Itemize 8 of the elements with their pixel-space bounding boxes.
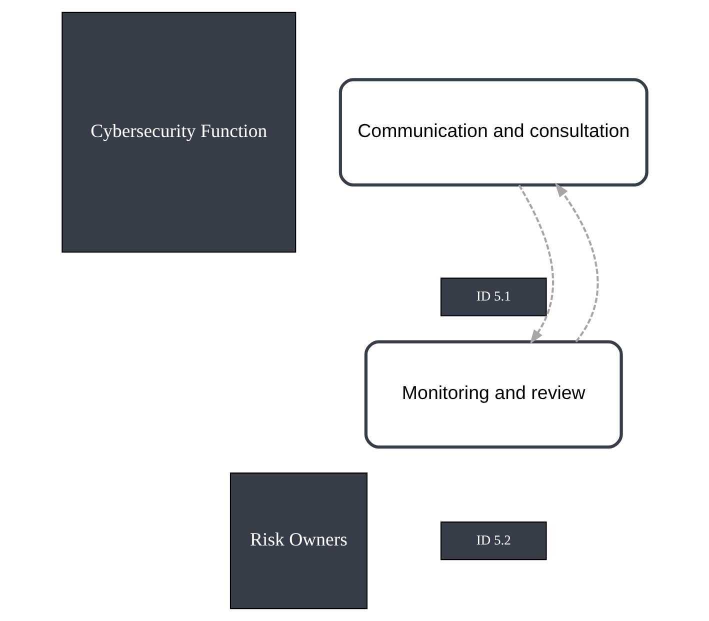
arrow [518,184,554,344]
arrow [554,182,599,342]
node-box: Communication and consultation [338,78,648,186]
node-box: Monitoring and review [364,340,623,449]
node-box: ID 5.2 [440,522,547,560]
node-box: Risk Owners [230,472,368,610]
node-box: ID 5.1 [440,278,547,316]
node-box: Cybersecurity Function [62,12,296,253]
